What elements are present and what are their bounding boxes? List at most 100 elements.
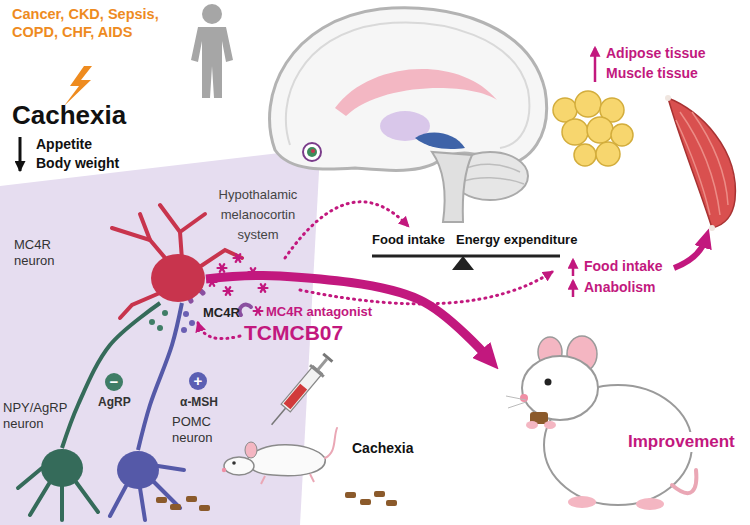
antagonist-icon-part-part [254, 307, 263, 315]
outcome-label: Food intake [584, 258, 663, 275]
effect-arrow [206, 276, 489, 359]
brain-illustration-part [432, 152, 472, 222]
food-pellets-part [156, 497, 167, 503]
node-heading: Improvement [626, 432, 737, 452]
mouse-drawing-part [222, 468, 226, 472]
food-pellets-part [374, 491, 385, 497]
mouse-figure: Cachexia [215, 420, 340, 490]
mouse-drawing-part [544, 421, 556, 429]
neuron-dendrites-part [140, 488, 145, 520]
system-label: Hypothalamic melanocortin system [212, 185, 304, 245]
symptom-label: Appetite [36, 136, 92, 153]
outcome-label: Adipose tissue [606, 45, 706, 62]
food-pellets-part [345, 492, 356, 498]
mouse-drawing-part [636, 498, 664, 510]
adipose-cells-part [596, 142, 620, 166]
neuron-body: NPY/AgRP neuron [40, 448, 84, 488]
increase-arrow-part [594, 48, 597, 82]
tissue-arrow [674, 238, 706, 268]
neuron-dendrites-part [30, 482, 50, 515]
neuron-body: POMC neuron [116, 450, 160, 490]
food-pellets-part [170, 504, 181, 510]
mouse-drawing-part [232, 461, 236, 465]
muscle-tissue-part [676, 112, 728, 215]
mouse-drawing-part [545, 379, 552, 386]
balance-scale [372, 256, 560, 270]
peptide-label: α-MSH [180, 395, 218, 409]
mouse-drawing-part [245, 442, 257, 458]
mouse-drawing-part [224, 457, 254, 475]
msh-peptides-part [234, 254, 243, 262]
adipose-cells-part [575, 91, 601, 117]
neuron-dendrites-part [60, 486, 64, 520]
release-dots-part [149, 319, 155, 325]
activate-sign: + [189, 372, 207, 390]
mouse-drawing-part [508, 402, 526, 408]
cell-body-shape [40, 448, 84, 488]
condition-title: Cachexia [12, 100, 126, 131]
balance-label: Energy expenditure [456, 232, 577, 248]
food-pellets [156, 491, 397, 511]
mouse-drawing [215, 420, 340, 490]
mouse-drawing-part [568, 496, 596, 508]
adipose-cells [553, 91, 633, 166]
release-dots-part [183, 311, 189, 317]
release-dots-part [189, 320, 195, 326]
balance-scale-part [452, 256, 474, 270]
syringe-part [284, 384, 308, 410]
msh-peptides-part [224, 287, 233, 295]
cell-body [41, 449, 83, 487]
brain-illustration-part [335, 69, 497, 116]
mouse-drawing-part [247, 445, 325, 476]
mouse-drawing-part [522, 356, 598, 420]
brain-illustration [270, 8, 547, 222]
brain-illustration-part [460, 164, 524, 184]
mouse-figure: Improvement [500, 320, 700, 515]
decrease-arrow [19, 137, 22, 171]
mouse-drawing-part [520, 394, 528, 402]
peptide-label: AgRP [98, 395, 131, 409]
cell-body-shape [116, 450, 160, 490]
mouse-drawing-part [261, 476, 265, 484]
muscle-tissue-part [709, 225, 715, 231]
node-heading: NPY/AgRP neuron [3, 400, 77, 432]
inhibit-sign: − [105, 373, 123, 391]
receptor-label: MC4R [203, 305, 240, 321]
neuron-dendrites-part [180, 214, 205, 232]
muscle-tissue-part [668, 98, 735, 228]
symptom-label: Body weight [36, 155, 119, 172]
node-heading: MC4R neuron [14, 237, 74, 269]
sign-symbol: − [105, 373, 123, 391]
syringe-part [281, 366, 322, 412]
brain-illustration-part [270, 8, 547, 171]
dotted-arrow [198, 202, 552, 339]
food-pellets-part [186, 496, 197, 502]
balance-label: Food intake [372, 232, 445, 248]
brain-illustration-part [415, 133, 465, 149]
human-figure [191, 4, 233, 98]
adipose-cells-part [611, 124, 633, 146]
muscle-tissue [665, 95, 735, 231]
outcome-label: Muscle tissue [606, 65, 698, 82]
adipose-cells-part [562, 119, 588, 145]
human-figure-part [202, 4, 222, 24]
mouse-drawing-part [672, 470, 696, 493]
neuron-body: MC4R neuron [150, 253, 206, 303]
cell-body [117, 451, 159, 489]
mouse-drawing-part [506, 396, 526, 400]
disease-list: Cancer, CKD, Sepsis, COPD, CHF, AIDS [12, 5, 180, 41]
neuron-dendrites-part [140, 214, 150, 240]
outcome-label: Anabolism [584, 279, 656, 296]
neuron-dendrites-part [18, 468, 42, 488]
node-heading: Cachexia [352, 440, 413, 457]
node-heading: POMC neuron [172, 414, 226, 446]
food-pellets-part [360, 499, 371, 505]
hypothalamus-marker-part [303, 143, 321, 161]
cell-body-shape [150, 253, 206, 303]
msh-peptides-part [218, 264, 227, 272]
cell-body [151, 254, 205, 302]
sign-symbol: + [189, 372, 207, 390]
brain-illustration-part [286, 23, 530, 148]
neuron-dendrites-part [76, 482, 98, 512]
